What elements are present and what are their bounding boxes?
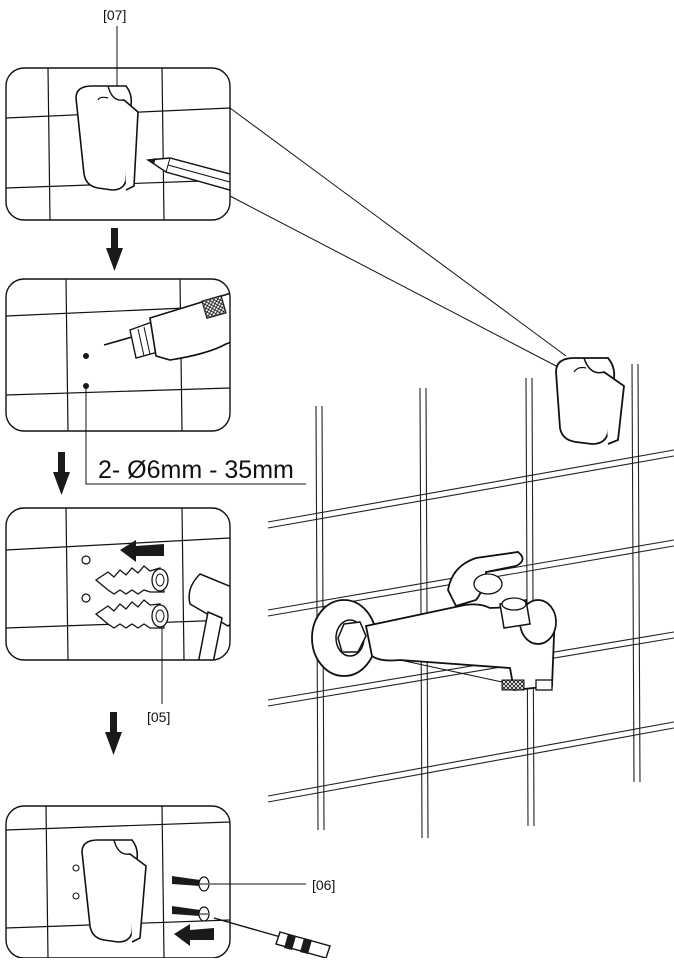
- arrow-down-icon: [105, 712, 122, 755]
- screw-icon: [172, 876, 210, 892]
- shower-bracket: [81, 839, 147, 943]
- arrow-down-icon: [106, 228, 123, 271]
- step-2-panel: [5, 278, 231, 432]
- pencil-icon: [145, 157, 230, 215]
- wall-scene: [267, 357, 674, 839]
- bath-mixer-tap: [311, 551, 557, 691]
- step-4-panel: [5, 805, 231, 959]
- screwdriver-icon: [213, 917, 331, 959]
- shower-bracket: [75, 85, 139, 191]
- screw-part-label: [06]: [312, 877, 335, 893]
- wall-plug-lower: [94, 599, 169, 629]
- step-3-panel: [5, 507, 231, 661]
- wall-hole-lower: [81, 593, 91, 603]
- step-1-panel: [5, 67, 231, 221]
- arrow-left-icon: [174, 924, 214, 946]
- wall-plug-upper: [94, 565, 169, 595]
- shower-bracket-large: [555, 357, 625, 445]
- step-2-frame: [5, 278, 231, 432]
- bracket-part-label: [07]: [103, 7, 126, 23]
- plug-part-label: [05]: [147, 709, 170, 725]
- wall-hole-upper: [81, 555, 91, 565]
- zoom-line-lower: [229, 195, 561, 369]
- arrow-left-icon: [120, 540, 164, 562]
- arrow-down-icon: [53, 452, 70, 495]
- power-drill-icon: [103, 291, 230, 386]
- screw-icon: [172, 906, 210, 922]
- hammer-icon: [188, 573, 230, 660]
- step-1-frame: [5, 67, 231, 221]
- drill-spec-leader: [85, 388, 306, 485]
- drill-spec-label: 2- Ø6mm - 35mm: [98, 456, 294, 484]
- drill-hole-lower: [83, 383, 89, 389]
- drill-hole-upper: [83, 353, 89, 359]
- step-3-frame: [5, 507, 231, 661]
- zoom-line-upper: [229, 107, 567, 357]
